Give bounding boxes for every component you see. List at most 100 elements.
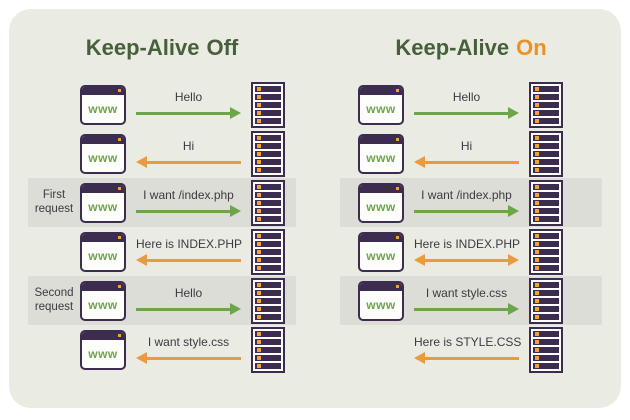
server-slat (533, 166, 559, 173)
browser-titlebar (82, 86, 124, 95)
server-slat (533, 305, 559, 312)
browser-titlebar (82, 135, 124, 144)
exchange-row-highlighted: First request www I want /index.php (28, 178, 296, 227)
title-prefix: Keep-Alive (395, 35, 510, 60)
message-area: I want style.css (126, 335, 251, 364)
server-slat (533, 289, 559, 296)
exchange-row: www Here is INDEX.PHP (28, 227, 296, 276)
browser-window-icon: www (358, 182, 404, 223)
browser-titlebar (82, 282, 124, 291)
browser-www-label: www (366, 199, 396, 214)
server-slat (255, 313, 281, 320)
server-slat (255, 183, 281, 190)
server-slat (255, 297, 281, 304)
server-slat (533, 85, 559, 92)
server-rack-icon (251, 277, 285, 324)
server-slat (255, 338, 281, 345)
exchange-row-highlighted: Second request www Hello (28, 276, 296, 325)
left-column-title: Keep-Alive Off (28, 33, 296, 63)
server-slat (533, 117, 559, 124)
browser-titlebar-dot (396, 88, 399, 92)
arrow-right-icon (136, 303, 241, 315)
browser-window-icon: www (358, 280, 404, 321)
server-slat (255, 256, 281, 263)
server-slat (533, 240, 559, 247)
server-slat (255, 158, 281, 165)
arrow-right-icon (414, 303, 519, 315)
browser-window-icon: www (80, 231, 126, 272)
browser-www-label: www (88, 199, 118, 214)
server-slat (533, 330, 559, 337)
browser-titlebar-dot (118, 284, 121, 288)
browser-titlebar (360, 86, 402, 95)
server-rack-icon (529, 228, 563, 275)
server-slat (255, 101, 281, 108)
browser-titlebar (82, 184, 124, 193)
message-text: Here is INDEX.PHP (414, 237, 521, 251)
server-slat (255, 215, 281, 222)
message-text: Hello (174, 90, 203, 104)
browser-window-icon: www (80, 280, 126, 321)
message-area: Here is STYLE.CSS (404, 335, 529, 364)
message-text: Here is INDEX.PHP (136, 237, 243, 251)
message-text: I want /index.php (421, 188, 512, 202)
server-slat (533, 338, 559, 345)
browser-titlebar-dot (118, 235, 121, 239)
keep-alive-on-column: Keep-Alive On www Hello (340, 9, 602, 408)
server-slat (533, 93, 559, 100)
server-slat (533, 297, 559, 304)
browser-www-label: www (366, 150, 396, 165)
server-rack-icon (529, 277, 563, 324)
message-text: Hello (174, 286, 203, 300)
browser-www-label: www (88, 297, 118, 312)
message-text: I want style.css (147, 335, 230, 349)
browser-window-icon: www (80, 182, 126, 223)
browser-www-label: www (88, 248, 118, 263)
message-area: I want style.css (404, 286, 529, 315)
server-slat (533, 281, 559, 288)
browser-window-icon: www (358, 84, 404, 125)
exchange-row: www I want style.css (28, 325, 296, 374)
browser-titlebar (82, 233, 124, 242)
server-slat (255, 207, 281, 214)
browser-window-icon: www (80, 329, 126, 370)
server-slat (255, 346, 281, 353)
exchange-row: www Here is STYLE.CSS (340, 325, 602, 374)
server-slat (533, 232, 559, 239)
server-slat (255, 117, 281, 124)
right-exchange-rows: www Hello www Hi (340, 80, 602, 374)
message-area: Hello (404, 90, 529, 119)
server-slat (533, 264, 559, 271)
browser-titlebar-dot (396, 235, 399, 239)
server-slat (533, 199, 559, 206)
server-slat (255, 248, 281, 255)
browser-window-icon: www (80, 133, 126, 174)
browser-titlebar (82, 331, 124, 340)
arrow-left-icon (136, 156, 241, 168)
browser-window-icon: www (80, 84, 126, 125)
browser-titlebar-dot (396, 137, 399, 141)
browser-titlebar-dot (118, 88, 121, 92)
server-slat (533, 142, 559, 149)
arrow-right-icon (414, 107, 519, 119)
title-prefix: Keep-Alive (85, 35, 200, 60)
message-area: Hi (404, 139, 529, 168)
keep-alive-off-column: Keep-Alive Off www Hello (28, 9, 296, 408)
server-rack-icon (251, 179, 285, 226)
server-slat (533, 207, 559, 214)
message-text: I want /index.php (143, 188, 234, 202)
browser-titlebar (360, 233, 402, 242)
server-slat (255, 93, 281, 100)
exchange-row-highlighted: www I want /index.php (340, 178, 602, 227)
browser-www-label: www (88, 101, 118, 116)
server-slat (255, 281, 281, 288)
browser-www-label: www (88, 346, 118, 361)
browser-titlebar-dot (118, 333, 121, 337)
message-text: Hello (452, 90, 481, 104)
server-slat (255, 191, 281, 198)
diagram-card: Keep-Alive Off www Hello (9, 9, 621, 408)
arrow-left-icon (136, 254, 241, 266)
message-area: Here is INDEX.PHP (126, 237, 251, 266)
browser-titlebar-dot (118, 186, 121, 190)
server-slat (255, 240, 281, 247)
